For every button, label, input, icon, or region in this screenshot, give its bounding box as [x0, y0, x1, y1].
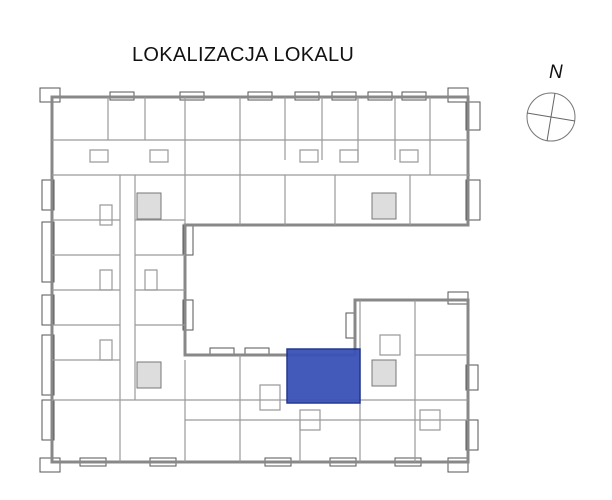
north-label: N	[549, 62, 563, 83]
plan-title: LOKALIZACJA LOKALU	[132, 44, 355, 66]
staircases	[136, 192, 397, 389]
interior-walls	[52, 97, 470, 462]
highlighted-apartment[interactable]	[286, 348, 361, 404]
balconies	[39, 87, 481, 473]
compass-icon	[526, 92, 576, 142]
